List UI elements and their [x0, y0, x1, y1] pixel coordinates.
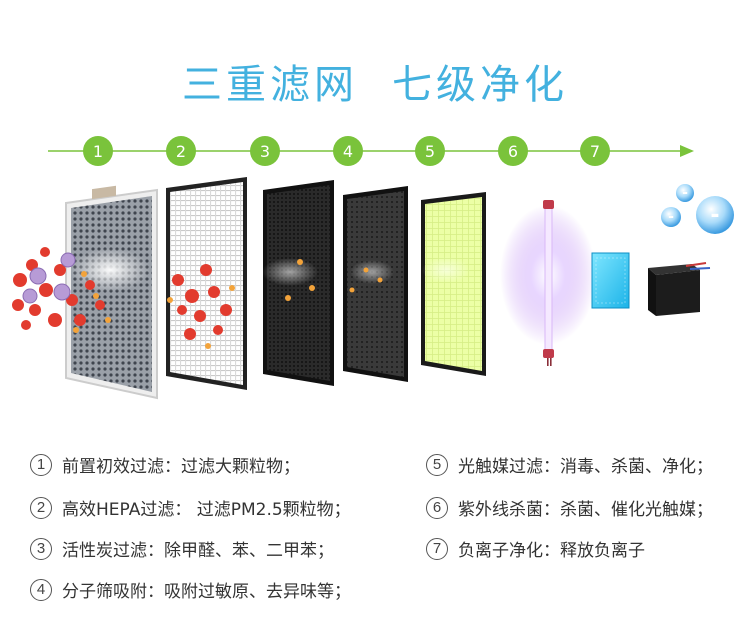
particle — [363, 267, 369, 273]
filtration-diagram: 1 2 3 4 5 6 7 — [12, 136, 734, 400]
legend-text-1: 前置初效过滤：过滤大颗粒物； — [62, 457, 300, 477]
particle — [93, 293, 99, 299]
legend-item-6: 6 紫外线杀菌：杀菌、催化光触媒； — [426, 495, 713, 520]
legend-item-7: 7 负离子净化：释放负离子 — [426, 536, 645, 561]
step-number-4: 4 — [343, 142, 353, 161]
legend-number-4: 4 — [30, 578, 52, 601]
step-number-2: 2 — [176, 142, 186, 161]
step-number-1: 1 — [93, 142, 103, 161]
particle — [177, 305, 187, 315]
particle — [220, 304, 232, 316]
particle — [21, 320, 31, 330]
title-part-2: 七级净化 — [392, 62, 568, 108]
particle — [205, 343, 211, 349]
particle — [73, 327, 79, 333]
ion-large: - — [696, 196, 734, 234]
step-node-2: 2 — [166, 136, 196, 166]
legend-number-2: 2 — [30, 496, 52, 519]
step-timeline: 1 2 3 4 5 6 7 — [48, 136, 694, 166]
particle — [29, 267, 47, 285]
photocatalyst-block — [591, 252, 630, 309]
particle — [13, 273, 27, 287]
legend-item-5: 5 光触媒过滤：消毒、杀菌、净化； — [426, 452, 713, 477]
particle — [184, 328, 196, 340]
legend-text-7: 负离子净化：释放负离子 — [458, 541, 645, 561]
legend-number-3: 3 — [30, 537, 52, 560]
legend-text-4: 分子筛吸附：吸附过敏原、去异味等； — [62, 582, 351, 602]
step-number-6: 6 — [508, 142, 518, 161]
page-title: 三重滤网七级净化 — [0, 52, 750, 110]
ion-medium-sign: - — [668, 209, 674, 225]
negative-ions: - - - — [661, 184, 734, 234]
particle — [22, 288, 38, 304]
ion-large-sign: - — [710, 203, 719, 228]
legend-text-2: 高效HEPA过滤： 过滤PM2.5颗粒物； — [62, 500, 351, 520]
uv-lamp — [500, 200, 596, 366]
particle — [74, 314, 86, 326]
particle — [167, 297, 173, 303]
particle — [309, 285, 315, 291]
particle — [377, 277, 383, 283]
legend-text-6: 紫外线杀菌：杀菌、催化光触媒； — [458, 500, 713, 520]
particle — [349, 287, 355, 293]
title-part-1: 三重滤网 — [182, 62, 358, 108]
particle — [40, 247, 50, 257]
pollutant-particles — [12, 247, 383, 349]
particle — [200, 264, 212, 276]
particle — [213, 325, 223, 335]
particle — [39, 283, 53, 297]
step-node-4: 4 — [333, 136, 363, 166]
particle — [66, 294, 78, 306]
legend-number-7: 7 — [426, 537, 448, 560]
step-node-7: 7 — [580, 136, 610, 166]
particle — [185, 289, 199, 303]
particle — [285, 295, 291, 301]
legend-item-2: 2 高效HEPA过滤： 过滤PM2.5颗粒物； — [30, 495, 351, 520]
step-number-7: 7 — [590, 142, 600, 161]
step-node-6: 6 — [498, 136, 528, 166]
particle — [172, 274, 184, 286]
legend: 1 前置初效过滤：过滤大颗粒物； 2 高效HEPA过滤： 过滤PM2.5颗粒物；… — [0, 448, 750, 628]
particle — [81, 271, 87, 277]
filter-molecular-sieve — [343, 186, 408, 382]
step-number-5: 5 — [425, 142, 435, 161]
filter-pre-mesh — [65, 185, 158, 400]
ion-small: - — [676, 184, 694, 202]
legend-text-3: 活性炭过滤：除甲醛、苯、二甲苯； — [62, 541, 334, 561]
ion-small-sign: - — [682, 185, 688, 201]
legend-item-1: 1 前置初效过滤：过滤大颗粒物； — [30, 452, 300, 477]
legend-text-5: 光触媒过滤：消毒、杀菌、净化； — [458, 457, 713, 477]
particle — [29, 304, 41, 316]
step-number-3: 3 — [260, 142, 270, 161]
particle — [54, 264, 66, 276]
legend-number-6: 6 — [426, 496, 448, 519]
particle — [85, 280, 95, 290]
ion-medium: - — [661, 207, 681, 227]
legend-number-1: 1 — [30, 453, 52, 476]
filter-photocatalyst — [421, 192, 486, 376]
step-node-1: 1 — [83, 136, 113, 166]
step-node-3: 3 — [250, 136, 280, 166]
particle — [95, 300, 105, 310]
particle — [105, 317, 111, 323]
legend-item-4: 4 分子筛吸附：吸附过敏原、去异味等； — [30, 577, 351, 602]
particle — [60, 252, 76, 268]
particle — [12, 299, 24, 311]
particle — [48, 313, 62, 327]
particle — [208, 286, 220, 298]
legend-number-5: 5 — [426, 453, 448, 476]
step-node-5: 5 — [415, 136, 445, 166]
legend-item-3: 3 活性炭过滤：除甲醛、苯、二甲苯； — [30, 536, 334, 561]
particle — [229, 285, 235, 291]
particle — [53, 283, 71, 301]
particle — [194, 310, 206, 322]
timeline-arrowhead — [680, 145, 694, 157]
particle — [297, 259, 303, 265]
particle — [26, 259, 38, 271]
ion-generator — [648, 262, 711, 316]
